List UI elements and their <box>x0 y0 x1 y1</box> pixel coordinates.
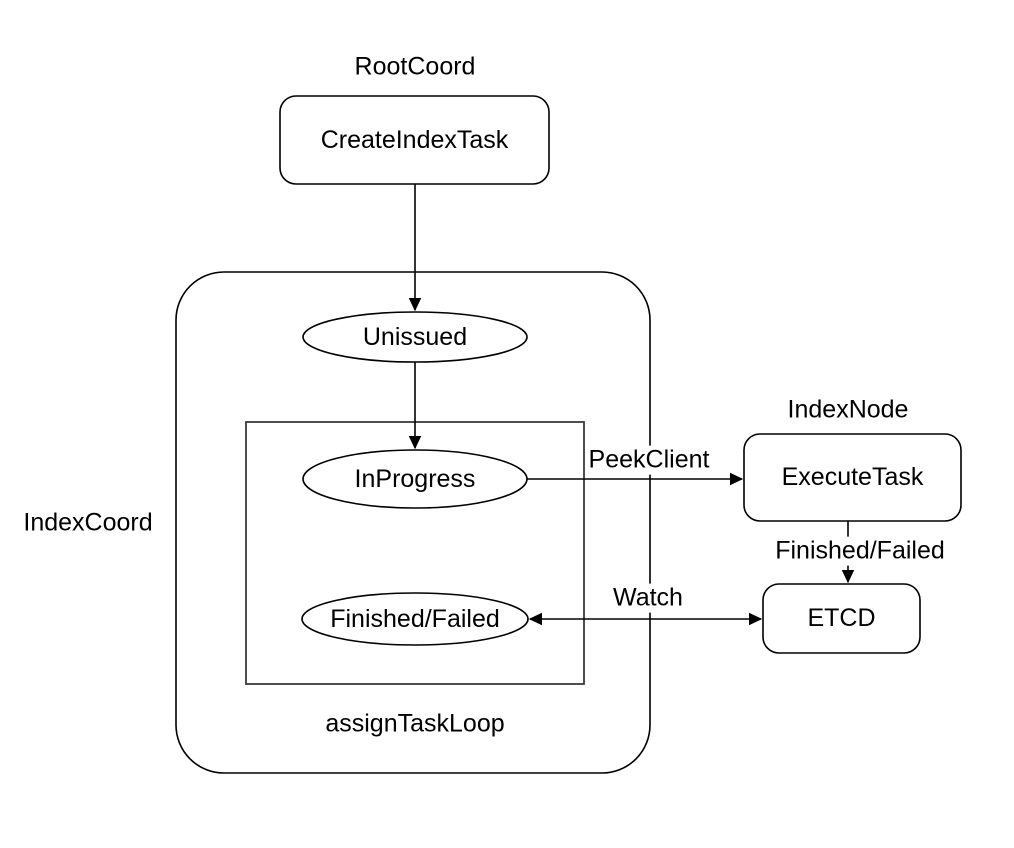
node-unissued-shape[interactable] <box>302 311 528 363</box>
node-etcd-shape[interactable] <box>762 583 921 654</box>
edge-label-finished-failed: Finished/Failed <box>772 536 948 566</box>
node-finished-failed-shape[interactable] <box>301 592 529 646</box>
edge-label-watch: Watch <box>610 583 686 613</box>
node-execute-task-shape[interactable] <box>743 433 962 522</box>
group-label-indexnode: IndexNode <box>787 395 909 424</box>
group-label-indexcoord: IndexCoord <box>23 508 153 537</box>
edge-label-peekclient: PeekClient <box>585 445 713 475</box>
node-create-index-task-shape[interactable] <box>279 95 550 185</box>
group-label-assign-task-loop: assignTaskLoop <box>325 709 505 738</box>
group-label-rootcoord: RootCoord <box>354 52 476 81</box>
node-in-progress-shape[interactable] <box>302 449 528 509</box>
